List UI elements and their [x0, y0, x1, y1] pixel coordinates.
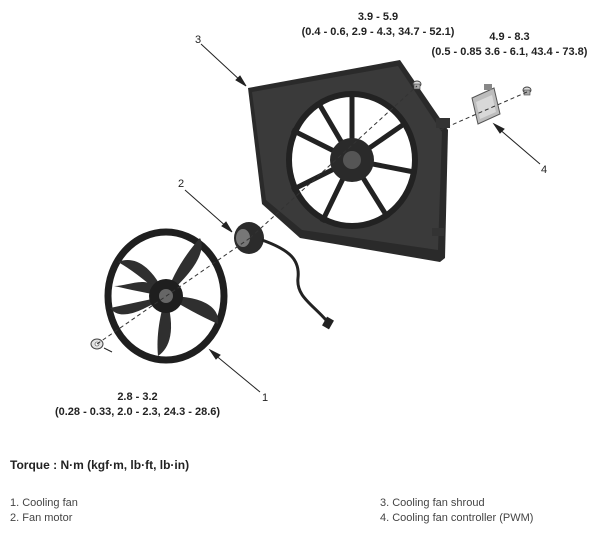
torque-spec-controller-bolt: 4.9 - 8.3 (0.5 - 0.85 3.6 - 6.1, 43.4 - …: [422, 30, 597, 60]
torque-spec-shroud-bolt: 3.9 - 5.9 (0.4 - 0.6, 2.9 - 4.3, 34.7 - …: [292, 10, 464, 40]
fan-motor: [234, 222, 334, 330]
legend-item: 4. Cooling fan controller (PWM): [380, 512, 534, 524]
callout-3: 3: [195, 34, 202, 46]
callout-4: 4: [541, 164, 548, 176]
controller-bolt: [522, 86, 532, 96]
shroud-bolt: [412, 80, 422, 90]
legend-right: 3. Cooling fan shroud 4. Cooling fan con…: [380, 496, 533, 526]
torque-spec-main: 2.8 - 3.2: [117, 391, 158, 403]
torque-spec-sub: (0.4 - 0.6, 2.9 - 4.3, 34.7 - 52.1): [301, 26, 455, 38]
cooling-fan-shroud: [248, 60, 450, 262]
torque-spec-main: 3.9 - 5.9: [357, 11, 399, 23]
callout-1: 1: [262, 392, 269, 404]
torque-spec-sub: (0.5 - 0.85 3.6 - 6.1, 43.4 - 73.8): [431, 46, 588, 58]
torque-spec-sub: (0.28 - 0.33, 2.0 - 2.3, 24.3 - 28.6): [54, 406, 221, 418]
callout-leaders: [103, 43, 541, 393]
legend-item: 3. Cooling fan shroud: [380, 497, 485, 509]
torque-spec-main: 4.9 - 8.3: [489, 31, 530, 43]
fan-controller-pwm: [471, 84, 501, 125]
torque-spec-fan-nut: 2.8 - 3.2 (0.28 - 0.33, 2.0 - 2.3, 24.3 …: [40, 390, 235, 420]
legend-left: 1. Cooling fan 2. Fan motor: [10, 496, 78, 526]
torque-units-label: Torque : N·m (kgf·m, lb·ft, lb·in): [10, 458, 190, 472]
callout-2: 2: [178, 178, 185, 190]
legend-item: 1. Cooling fan: [10, 497, 78, 509]
assembly-axis-lines: [96, 85, 528, 345]
legend-item: 2. Fan motor: [10, 512, 73, 524]
